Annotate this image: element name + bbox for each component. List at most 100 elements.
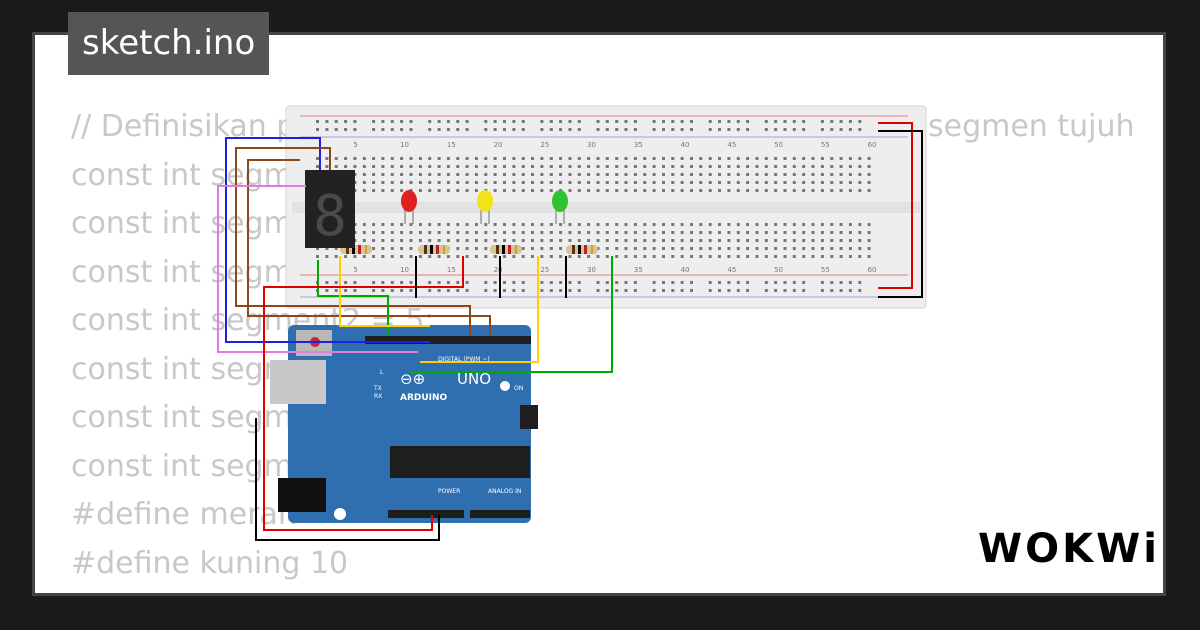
breadboard-hole	[493, 157, 497, 160]
breadboard-hole	[746, 255, 750, 258]
rail-hole	[465, 128, 469, 131]
breadboard-hole	[652, 165, 656, 168]
rail-hole	[858, 128, 862, 131]
breadboard-hole	[792, 181, 796, 184]
rail-hole	[774, 128, 778, 131]
breadboard-hole	[465, 173, 469, 176]
resistor-2[interactable]	[418, 245, 450, 254]
rail-hole	[727, 128, 731, 131]
breadboard-hole	[437, 181, 441, 184]
breadboard-hole	[418, 223, 422, 226]
breadboard-hole	[484, 247, 488, 250]
breadboard-hole	[400, 189, 404, 192]
breadboard-hole	[774, 189, 778, 192]
breadboard-hole	[577, 157, 581, 160]
breadboard-hole	[662, 231, 665, 234]
breadboard-hole	[820, 247, 824, 250]
rail-hole	[839, 289, 843, 292]
breadboard-hole	[652, 231, 656, 234]
breadboard-hole	[409, 173, 413, 176]
breadboard-hole	[400, 255, 404, 258]
rail-hole	[493, 128, 497, 131]
breadboard-hole	[662, 239, 665, 242]
breadboard-hole	[316, 157, 319, 160]
column-number: 50	[774, 266, 783, 274]
rail-hole	[633, 281, 637, 284]
rail-hole	[316, 128, 319, 131]
rail-hole	[671, 289, 675, 292]
breadboard-hole	[568, 231, 572, 234]
breadboard-hole	[830, 255, 834, 258]
breadboard-hole	[680, 231, 684, 234]
breadboard-hole	[680, 181, 684, 184]
breadboard-hole	[848, 165, 852, 168]
rail-hole	[512, 281, 516, 284]
rail-hole	[465, 289, 469, 292]
breadboard-hole	[755, 255, 759, 258]
breadboard-hole	[577, 165, 581, 168]
rail-hole	[353, 281, 357, 284]
led-red[interactable]	[401, 190, 417, 224]
code-line: const int segm	[71, 400, 293, 435]
breadboard-hole	[624, 181, 628, 184]
breadboard-hole	[400, 165, 404, 168]
breadboard-hole	[727, 247, 731, 250]
breadboard-hole	[802, 165, 806, 168]
rail-hole	[596, 128, 600, 131]
breadboard-hole	[736, 231, 740, 234]
breadboard-hole	[652, 255, 656, 258]
breadboard-hole	[633, 247, 637, 250]
seven-segment-display[interactable]: 8	[305, 170, 355, 249]
breadboard-hole	[437, 157, 441, 160]
breadboard-hole	[559, 223, 563, 226]
resistor-3[interactable]	[490, 245, 522, 254]
rail-hole	[484, 128, 488, 131]
breadboard-hole	[633, 239, 637, 242]
rail-hole	[736, 289, 740, 292]
breadboard-hole	[456, 157, 460, 160]
breadboard-hole	[783, 189, 787, 192]
breadboard-hole	[568, 255, 572, 258]
breadboard-hole	[624, 231, 628, 234]
arduino-uno[interactable]: ⊖⊕ UNO ARDUINO DIGITAL (PWM ~) POWER ANA…	[270, 325, 538, 523]
rail-hole	[848, 281, 852, 284]
breadboard-hole	[690, 181, 693, 184]
arduino-digital-label: DIGITAL (PWM ~)	[438, 356, 490, 363]
rail-hole	[615, 281, 619, 284]
breadboard-hole	[802, 189, 806, 192]
rail-hole	[484, 120, 488, 123]
arduino-led-rx: RX	[374, 393, 382, 400]
rail-hole	[624, 128, 628, 131]
breadboard-hole	[848, 231, 852, 234]
breadboard-hole	[662, 255, 665, 258]
rail-hole	[372, 128, 376, 131]
breadboard-hole	[718, 223, 721, 226]
breadboard-hole	[474, 255, 478, 258]
breadboard-hole	[811, 165, 815, 168]
breadboard-hole	[858, 223, 862, 226]
breadboard-hole	[456, 173, 460, 176]
resistor-4[interactable]	[566, 245, 598, 254]
breadboard-hole	[418, 231, 422, 234]
breadboard-hole	[662, 165, 665, 168]
rail-hole	[680, 281, 684, 284]
breadboard-hole	[783, 157, 787, 160]
code-line: #define kuning 10	[71, 545, 349, 581]
rail-hole	[652, 128, 656, 131]
breadboard-hole	[792, 157, 796, 160]
breadboard-hole	[830, 189, 834, 192]
led-green[interactable]	[552, 190, 568, 224]
breadboard-hole	[428, 231, 432, 234]
breadboard-hole	[699, 231, 703, 234]
breadboard-hole	[409, 165, 413, 168]
breadboard-hole	[521, 223, 525, 226]
breadboard-hole	[764, 255, 768, 258]
breadboard-hole	[503, 173, 506, 176]
led-yellow[interactable]	[477, 190, 493, 224]
breadboard-hole	[344, 255, 348, 258]
breadboard-hole	[727, 255, 731, 258]
breadboard-hole	[428, 165, 432, 168]
rail-hole	[605, 120, 609, 123]
rail-hole	[792, 120, 796, 123]
breadboard-hole	[428, 157, 432, 160]
